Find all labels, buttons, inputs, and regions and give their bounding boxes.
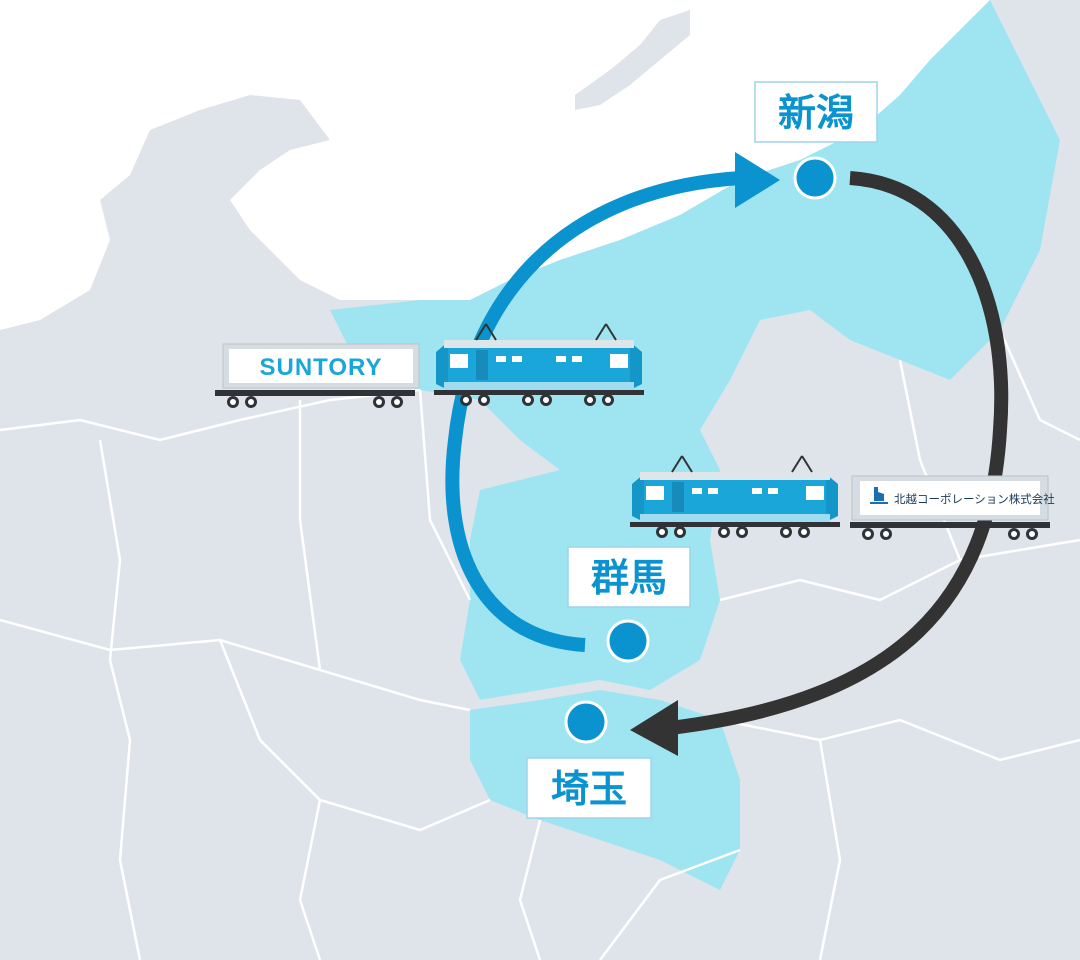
outbound-arrowhead — [735, 152, 780, 208]
label-saitama-text: 埼玉 — [551, 767, 627, 811]
label-niigata-text: 新潟 — [778, 91, 854, 135]
route-return — [630, 171, 1009, 756]
label-gunma-text: 群馬 — [591, 556, 667, 600]
station-saitama — [564, 700, 608, 744]
label-niigata: 新潟 — [754, 81, 878, 143]
station-gunma — [606, 619, 650, 663]
route-outbound — [445, 152, 780, 652]
label-gunma: 群馬 — [567, 546, 691, 608]
label-saitama: 埼玉 — [526, 757, 652, 819]
hokuetsu-container-car: 北越コーポレーション株式会社 — [850, 475, 1055, 540]
suntory-container-car: SUNTORY — [215, 343, 420, 408]
hokuetsu-company-text: 北越コーポレーション株式会社 — [894, 492, 1055, 506]
suntory-logo-text: SUNTORY — [259, 354, 382, 381]
prefecture-borders — [0, 329, 1080, 960]
hokuetsu-logo-icon — [870, 487, 888, 504]
return-arrowhead — [630, 700, 678, 756]
station-niigata — [793, 156, 837, 200]
train-hokuetsu: 北越コーポレーション株式会社 — [629, 455, 1055, 540]
train-suntory: SUNTORY — [215, 323, 645, 408]
